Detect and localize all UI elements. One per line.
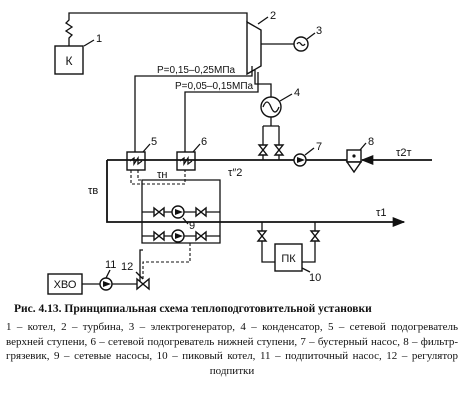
exhaust-line	[254, 70, 272, 97]
peak-boiler-label: ПК	[281, 253, 296, 265]
water-treatment-label: ХВО	[54, 279, 77, 291]
network-pump-a	[171, 205, 185, 219]
tau-v-label: τв	[88, 185, 98, 197]
heater-lower	[176, 151, 196, 171]
network-pump-b	[171, 229, 185, 243]
condenser	[260, 96, 282, 118]
number-1: 1	[96, 33, 102, 45]
tau-2-dd-label: τ″2	[228, 167, 242, 179]
condenser-drain	[262, 117, 280, 160]
extraction-upper	[134, 66, 253, 152]
heat-scheme-diagram: К Р=0,15–0,25МПа Р=0,05–0,15МПа	[47, 10, 432, 295]
makeup-regulator	[136, 277, 150, 291]
number-4: 4	[294, 87, 300, 99]
caption-title: Рис. 4.13. Принципиальная схема теплопод…	[14, 303, 372, 315]
number-2: 2	[270, 10, 276, 22]
number-11: 11	[105, 259, 116, 271]
valve-left	[257, 144, 269, 156]
number-5: 5	[151, 136, 157, 148]
pressure-lower: Р=0,05–0,15МПа	[175, 81, 254, 92]
pressure-upper: Р=0,15–0,25МПа	[157, 65, 236, 76]
generator-symbol	[296, 41, 306, 47]
number-9: 9	[189, 220, 195, 232]
network-line-left	[106, 160, 367, 223]
water-treatment: ХВО	[47, 273, 83, 295]
component-numbers: 1 2 3 4 5 6 7 8 9 10 11 12	[83, 10, 374, 284]
steam-line-from-boiler	[64, 12, 248, 46]
peak-boiler: ПК	[274, 243, 303, 272]
valve-right	[273, 144, 285, 156]
temperature-labels: τн τ″2 τ2т τв τ1	[88, 147, 412, 219]
number-8: 8	[368, 136, 374, 148]
pump-valves	[153, 206, 207, 242]
caption-legend: 1 – котел, 2 – турбина, 3 – электрогенер…	[6, 321, 458, 377]
regulator-signal	[142, 243, 191, 279]
heater-upper	[126, 151, 146, 171]
tau-1-label: τ1	[376, 207, 386, 219]
number-6: 6	[201, 136, 207, 148]
number-10: 10	[309, 272, 321, 284]
boiler-k: К	[54, 45, 84, 75]
tau-n-label: τн	[157, 169, 167, 181]
mud-filter	[345, 149, 363, 174]
tau-2m-label: τ2т	[396, 147, 412, 159]
booster-pump	[293, 153, 307, 167]
figure-caption: Рис. 4.13. Принципиальная схема теплопод…	[6, 302, 458, 378]
condensate-drain	[130, 170, 186, 185]
number-7: 7	[316, 141, 322, 153]
extraction-lower	[184, 72, 259, 152]
number-3: 3	[316, 25, 322, 37]
boiler-label: К	[66, 54, 73, 68]
peak-valves	[256, 230, 321, 242]
turbine	[246, 20, 262, 76]
makeup-pump	[99, 277, 113, 291]
number-12: 12	[121, 261, 133, 273]
